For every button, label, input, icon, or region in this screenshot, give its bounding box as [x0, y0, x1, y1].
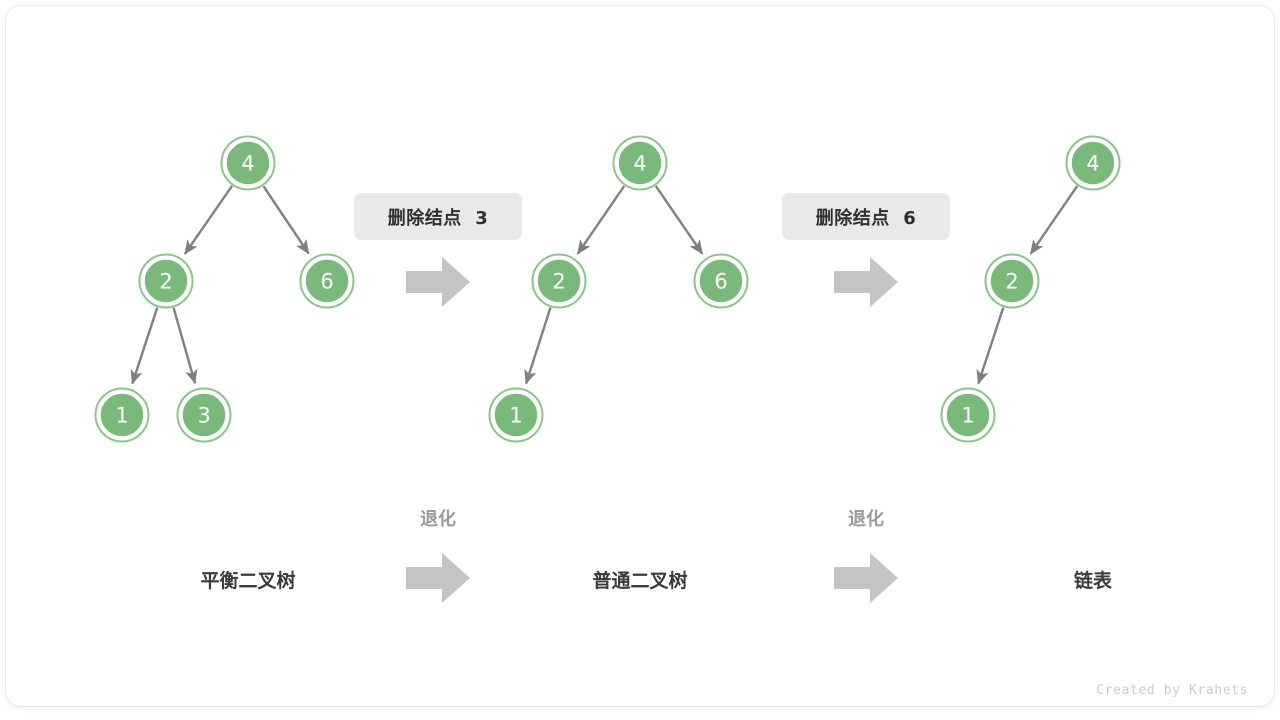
- operation-chip-label: 删除结点 6: [815, 207, 917, 229]
- tree-edge-balanced-2-3: [172, 307, 198, 385]
- operation-chip-delete-6: 删除结点 6: [782, 193, 950, 240]
- tree-node-value: 6: [714, 270, 727, 294]
- tree-edge-balanced-2-1: [130, 307, 159, 385]
- tree-edge-linked-list-4-2: [1029, 185, 1079, 255]
- stage-name-linked-list: 链表: [1073, 570, 1113, 592]
- tree-node-value: 2: [552, 270, 565, 294]
- operation-chip-delete-3: 删除结点 3: [354, 193, 522, 240]
- watermark-credit: Created by Krahets: [1096, 683, 1248, 698]
- operation-delete-3-arrow-icon: [406, 257, 470, 307]
- transition-label-degenerate-1: 退化: [420, 509, 456, 530]
- tree-node-balanced-4: 4: [220, 135, 276, 191]
- tree-node-value: 3: [197, 404, 210, 428]
- tree-node-value: 1: [961, 404, 974, 428]
- tree-node-ordinary-6: 6: [693, 253, 749, 309]
- tree-edge-balanced-4-2: [183, 185, 234, 255]
- tree-node-value: 1: [115, 404, 128, 428]
- tree-node-linked-list-2: 2: [984, 253, 1040, 309]
- operation-delete-6-arrow-icon: [834, 257, 898, 307]
- tree-node-value: 2: [159, 270, 172, 294]
- transition-label-degenerate-2: 退化: [848, 509, 884, 530]
- transition-degenerate-2-arrow-icon: [834, 553, 898, 603]
- tree-node-linked-list-1: 1: [940, 387, 996, 443]
- tree-node-balanced-1: 1: [94, 387, 150, 443]
- tree-edge-ordinary-4-6: [654, 185, 704, 255]
- stage-name-balanced: 平衡二叉树: [200, 570, 296, 592]
- tree-node-ordinary-1: 1: [488, 387, 544, 443]
- tree-node-ordinary-2: 2: [531, 253, 587, 309]
- tree-node-value: 4: [633, 152, 646, 176]
- tree-node-ordinary-4: 4: [612, 135, 668, 191]
- stage-name-ordinary: 普通二叉树: [592, 570, 688, 592]
- tree-node-balanced-3: 3: [176, 387, 232, 443]
- tree-edge-ordinary-2-1: [524, 307, 552, 385]
- transition-degenerate-1-arrow-icon: [406, 553, 470, 603]
- operation-chip-label: 删除结点 3: [387, 207, 489, 229]
- tree-node-value: 2: [1005, 270, 1018, 294]
- tree-edge-balanced-4-6: [262, 185, 310, 255]
- tree-edge-linked-list-2-1: [976, 307, 1005, 385]
- tree-node-balanced-2: 2: [138, 253, 194, 309]
- tree-node-value: 6: [320, 270, 333, 294]
- tree-node-value: 4: [1086, 152, 1099, 176]
- tree-edges-layer: [130, 185, 1079, 385]
- tree-node-value: 4: [241, 152, 254, 176]
- tree-node-balanced-6: 6: [299, 253, 355, 309]
- tree-node-linked-list-4: 4: [1065, 135, 1121, 191]
- diagram-card: [6, 6, 1274, 706]
- tree-node-value: 1: [509, 404, 522, 428]
- tree-nodes-layer: 4 2 6 1 3 4 2 6 1 4 2 1: [94, 135, 1121, 443]
- tree-edge-ordinary-4-2: [576, 185, 626, 255]
